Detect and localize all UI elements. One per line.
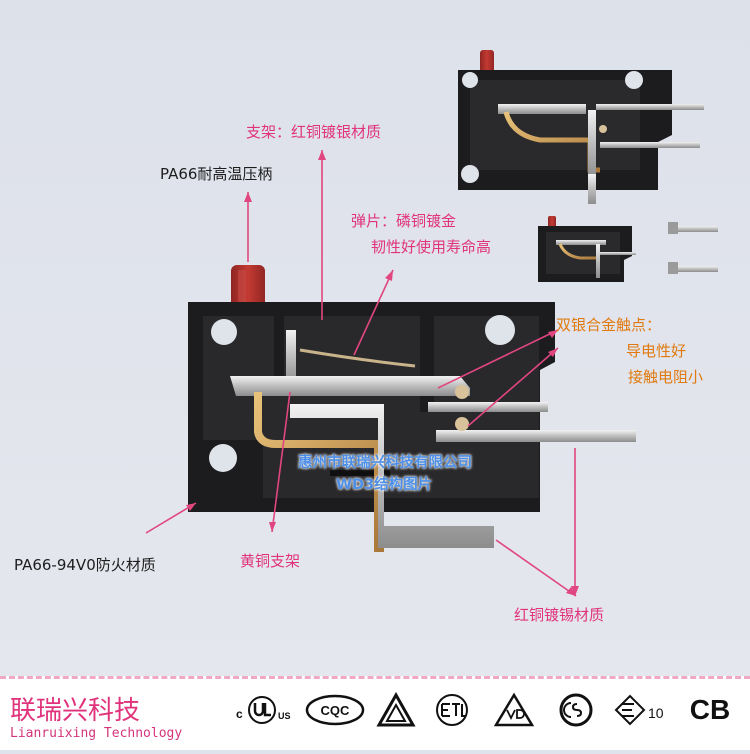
warning-triangle-icon xyxy=(374,690,418,730)
enec-cert-icon: 10 xyxy=(612,690,672,730)
label-brass-bracket: 黄铜支架 xyxy=(240,552,301,570)
brand-name: 联瑞兴科技 xyxy=(10,696,141,726)
brand-name-english: Lianruixing Technology xyxy=(10,726,183,741)
label-terminal-material: 红铜镀锡材质 xyxy=(514,606,605,624)
label-handle-material: PA66耐高温压柄 xyxy=(160,165,273,183)
footer-bar xyxy=(0,676,750,750)
vde-cert-icon xyxy=(490,690,538,730)
annotation-arrows xyxy=(145,150,579,597)
label-housing-material: PA66-94V0防火材质 xyxy=(14,556,156,574)
ul-us-text: US xyxy=(278,711,291,721)
cqc-cert-icon: CQC xyxy=(304,690,366,730)
cb-cert-text: CB xyxy=(689,694,731,725)
label-contacts-line2: 导电性好 xyxy=(626,342,687,360)
ul-cert-icon: c US xyxy=(234,690,296,730)
label-spring-line2: 韧性好使用寿命高 xyxy=(371,238,492,256)
main-switch xyxy=(188,265,636,552)
label-contacts-line1: 双银合金触点： xyxy=(556,316,662,334)
loose-terminals xyxy=(668,222,718,274)
footer-divider xyxy=(0,676,750,679)
ul-c-text: c xyxy=(236,707,243,721)
label-bracket-material: 支架：红铜镀银材质 xyxy=(246,123,382,141)
etl-cert-icon xyxy=(428,690,476,730)
enec-number: 10 xyxy=(648,705,664,721)
watermark-company: 惠州市联瑞兴科技有限公司 xyxy=(298,455,472,471)
label-contacts-line3: 接触电阻小 xyxy=(628,368,704,386)
small-switch-top xyxy=(458,50,704,204)
cqc-text: CQC xyxy=(321,703,351,718)
watermark-caption: WD3结构图片 xyxy=(336,477,433,493)
tiny-switch xyxy=(538,216,636,282)
csa-cert-icon xyxy=(552,690,600,730)
label-spring-line1: 弹片：磷铜镀金 xyxy=(351,212,457,230)
